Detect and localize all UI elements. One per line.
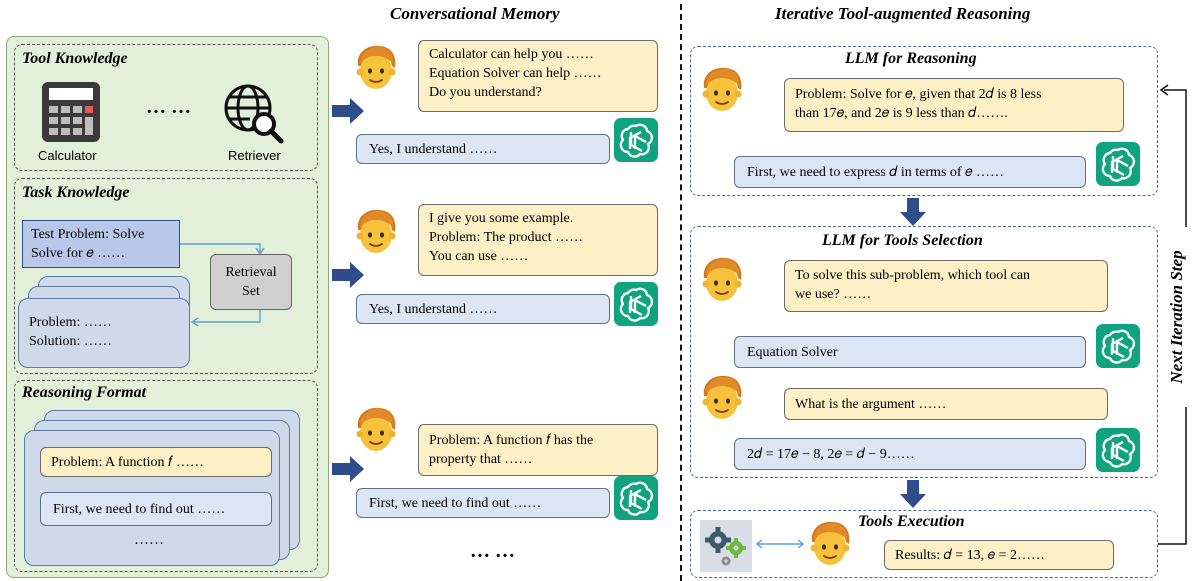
arrow-down-icon	[900, 198, 926, 226]
memory-reply-bubble-2: Yes, I understand ……	[356, 294, 610, 324]
reasoning-format-box	[14, 380, 318, 572]
tools-execution-box	[690, 510, 1158, 578]
memory-reply-bubble-1: Yes, I understand ……	[356, 134, 610, 164]
retriever-label: Retriever	[228, 148, 281, 163]
chatgpt-icon	[1096, 428, 1140, 472]
retrieval-line2: Set	[242, 284, 260, 299]
face-icon	[700, 256, 744, 304]
argument-question-bubble: What is the argument ……	[784, 388, 1108, 420]
exchange-arrow-icon	[755, 539, 805, 549]
task-knowledge-box	[14, 178, 318, 374]
memory-user-3-line2: property that ……	[429, 452, 533, 467]
memory-user-2-line1: I give you some example.	[429, 211, 574, 226]
tools-ellipsis: … …	[146, 96, 191, 118]
memory-user-bubble-3: Problem: A function 𝑓 has the property t…	[418, 424, 658, 476]
example-line2: Solution: ……	[29, 334, 112, 349]
reasoning-format-title: Reasoning Format	[22, 384, 147, 401]
llm-reasoning-box	[690, 46, 1158, 196]
execution-result-bubble: Results: 𝑑 = 13, 𝑒 = 2……	[884, 540, 1114, 570]
test-problem-line2: Solve for 𝑒 ……	[31, 246, 126, 261]
chatgpt-icon	[614, 476, 658, 520]
test-problem-line1: Test Problem: Solve	[31, 227, 145, 242]
face-icon	[700, 66, 744, 114]
task-knowledge-title: Task Knowledge	[22, 184, 130, 201]
example-line1: Problem: ……	[29, 315, 112, 330]
arrow-right-icon	[332, 456, 364, 482]
globe-search-icon	[224, 84, 284, 144]
calculator-icon	[42, 82, 100, 142]
retrieval-line1: Retrieval	[225, 265, 277, 280]
tools-execution-title: Tools Execution	[858, 513, 965, 530]
chatgpt-icon	[614, 118, 658, 162]
tool-selection-title: LLM for Tools Selection	[822, 232, 983, 249]
memory-user-2-line3: You can use ……	[429, 249, 529, 264]
calculator-label: Calculator	[38, 148, 97, 163]
gears-icon	[700, 520, 752, 572]
reasoning-reply-bubble: First, we need to express 𝑑 in terms of …	[734, 156, 1086, 188]
tool-question-bubble: To solve this sub-problem, which tool ca…	[784, 260, 1108, 312]
face-icon	[354, 208, 398, 256]
tool-selection-box	[690, 226, 1158, 478]
tool-question-line2: we use? ……	[795, 287, 872, 302]
arrow-right-icon	[332, 98, 364, 124]
format-ellipsis: ……	[134, 532, 164, 548]
face-icon	[354, 406, 398, 454]
reasoning-problem-line2: than 17𝑒, and 2𝑒 is 9 less than 𝑑…….	[795, 106, 1008, 121]
reasoning-header: Iterative Tool-augmented Reasoning	[775, 4, 1031, 23]
tool-knowledge-box	[14, 44, 318, 171]
llm-reasoning-title: LLM for Reasoning	[845, 50, 977, 67]
memory-user-bubble-1: Calculator can help you …… Equation Solv…	[418, 40, 658, 112]
reasoning-problem-bubble: Problem: Solve for 𝑒, given that 2𝑑 is 8…	[784, 78, 1124, 132]
memory-user-2-line2: Problem: The product ……	[429, 230, 584, 245]
arrow-right-icon	[332, 262, 364, 288]
section-divider	[680, 4, 682, 581]
memory-user-3-line1: Problem: A function 𝑓 has the	[429, 433, 594, 448]
memory-reply-bubble-3: First, we need to find out ……	[356, 488, 610, 518]
chatgpt-icon	[1096, 324, 1140, 368]
face-icon	[808, 520, 852, 568]
tool-knowledge-title: Tool Knowledge	[22, 50, 128, 67]
memory-ellipsis: … …	[470, 540, 515, 562]
retrieval-connector-bottom	[190, 310, 261, 327]
memory-user-bubble-2: I give you some example. Problem: The pr…	[418, 204, 658, 276]
face-icon	[354, 44, 398, 92]
example-card-front: Problem: …… Solution: ……	[18, 298, 190, 368]
memory-user-1-line1: Calculator can help you ……	[429, 47, 594, 62]
tool-question-line1: To solve this sub-problem, which tool ca…	[795, 268, 1031, 283]
format-first-bubble: First, we need to find out ……	[40, 492, 272, 526]
retrieval-set-box: Retrieval Set	[210, 254, 292, 310]
chatgpt-icon	[614, 282, 658, 326]
face-icon	[700, 374, 744, 422]
argument-answer-bubble: 2𝑑 = 17𝑒 − 8, 2𝑒 = 𝑑 − 9……	[734, 438, 1086, 470]
chatgpt-icon	[1096, 142, 1140, 186]
format-problem-bubble: Problem: A function 𝑓 ……	[40, 447, 272, 477]
memory-header: Conversational Memory	[390, 4, 560, 23]
reasoning-problem-line1: Problem: Solve for 𝑒, given that 2𝑑 is 8…	[795, 87, 1042, 102]
memory-user-1-line3: Do you understand?	[429, 85, 542, 100]
tool-answer-bubble: Equation Solver	[734, 336, 1086, 368]
memory-user-1-line2: Equation Solver can help ……	[429, 66, 602, 81]
arrow-down-icon	[900, 480, 926, 508]
next-iteration-label: Next Iteration Step	[1165, 227, 1189, 407]
test-problem-box: Test Problem: Solve Solve for 𝑒 ……	[22, 220, 180, 268]
